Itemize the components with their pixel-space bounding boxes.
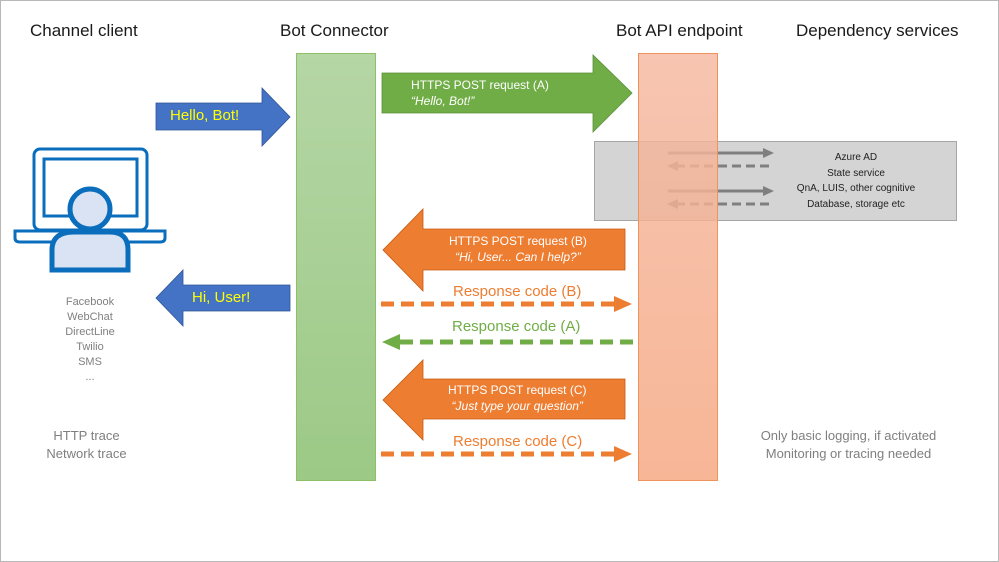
bot-api-endpoint-column	[638, 53, 718, 481]
request-a-title: HTTPS POST request (A)	[411, 78, 549, 92]
dependency-request-arrowhead-1	[763, 148, 774, 158]
header-channel-client: Channel client	[30, 21, 138, 40]
request-b-title: HTTPS POST request (B)	[449, 234, 587, 248]
request-c-quote: “Just type your question”	[451, 399, 583, 413]
channel-item: WebChat	[67, 311, 113, 323]
request-c-title: HTTPS POST request (C)	[448, 383, 587, 397]
request-a-quote: “Hello, Bot!”	[411, 94, 475, 108]
hi-user-label: Hi, User!	[192, 289, 251, 306]
request-b-quote: “Hi, User... Can I help?”	[455, 250, 581, 264]
header-dependency-services: Dependency services	[796, 21, 959, 40]
dependency-note: Monitoring or tracing needed	[765, 446, 932, 461]
channel-note: Network trace	[46, 446, 127, 461]
dependency-item: QnA, LUIS, other cognitive	[796, 183, 916, 194]
request-b-arrow	[382, 208, 626, 292]
response-a-arrowhead	[382, 334, 400, 350]
channels-list: Facebook WebChat DirectLine Twilio SMS .…	[50, 295, 130, 385]
request-a-label: HTTPS POST request (A) “Hello, Bot!”	[411, 77, 549, 109]
channel-item: ...	[85, 371, 95, 383]
request-a-arrow	[381, 54, 633, 133]
header-bot-connector: Bot Connector	[280, 21, 389, 40]
dependency-item: State service	[827, 167, 885, 179]
hi-user-arrow	[155, 269, 291, 327]
channel-item: SMS	[78, 356, 102, 368]
channel-note: HTTP trace	[53, 428, 120, 443]
channel-item: Facebook	[65, 296, 115, 308]
bot-connector-column	[296, 53, 376, 481]
dependency-services-list: Azure AD State service QnA, LUIS, other …	[786, 150, 926, 212]
dependency-item: Database, storage etc	[807, 198, 905, 210]
response-b-label: Response code (B)	[453, 283, 582, 300]
dependency-logging-notes: Only basic logging, if activated Monitor…	[746, 427, 951, 463]
hello-bot-label: Hello, Bot!	[170, 107, 240, 124]
dependency-note: Only basic logging, if activated	[760, 428, 937, 443]
channel-item: DirectLine	[65, 326, 115, 338]
response-c-arrowhead	[614, 446, 632, 462]
dependency-item: Azure AD	[834, 152, 878, 163]
channel-item: Twilio	[76, 341, 104, 353]
channel-trace-notes: HTTP trace Network trace	[30, 427, 143, 463]
response-c-label: Response code (C)	[453, 433, 583, 450]
response-b-arrowhead	[614, 296, 632, 312]
request-b-label: HTTPS POST request (B) “Hi, User... Can …	[449, 233, 587, 265]
request-c-arrow	[382, 359, 626, 441]
hello-bot-arrow	[155, 87, 291, 147]
response-a-label: Response code (A)	[452, 318, 581, 335]
header-bot-api-endpoint: Bot API endpoint	[616, 21, 743, 40]
request-c-label: HTTPS POST request (C) “Just type your q…	[448, 382, 586, 414]
dependency-request-arrowhead-2	[763, 186, 774, 196]
user-at-computer-icon	[13, 147, 167, 273]
